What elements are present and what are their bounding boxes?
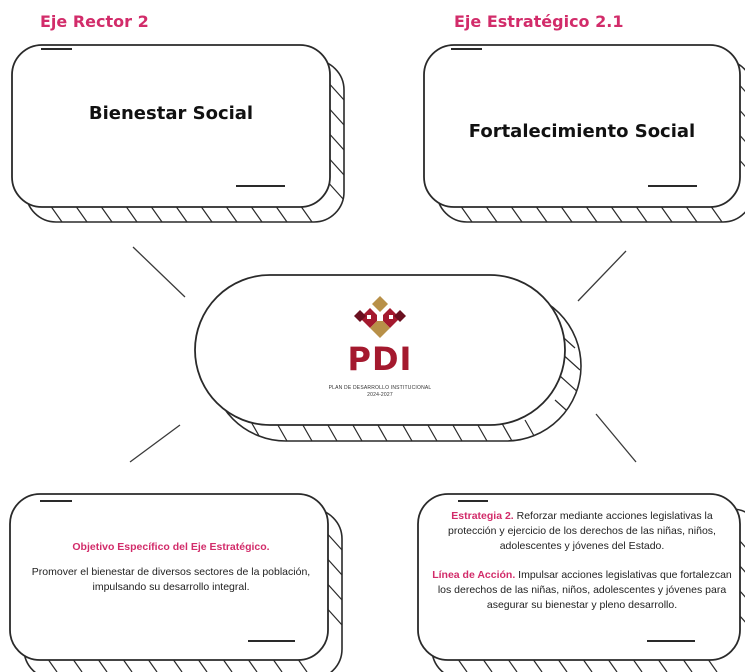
objetivo-heading: Objetivo Específico del Eje Estratégico.	[72, 541, 270, 553]
connector-bottom-left	[129, 424, 181, 463]
estrategia-paragraph: Estrategia 2. Reforzar mediante acciones…	[428, 509, 736, 554]
estrategia-label: Estrategia 2.	[451, 510, 514, 522]
center-pill-shape	[194, 274, 582, 442]
linea-accion-paragraph: Línea de Acción. Impulsar acciones legis…	[428, 568, 736, 613]
card-objetivo-shape	[9, 493, 343, 672]
pdi-logo-text: PDI	[347, 340, 413, 378]
pdi-caption-line2: 2024-2027	[367, 392, 393, 398]
eje-estrategico-label: Eje Estratégico 2.1	[454, 12, 624, 31]
estrategia-card-content: Estrategia 2. Reforzar mediante acciones…	[428, 509, 736, 613]
connector-top-left	[132, 246, 186, 298]
fortalecimiento-social-title: Fortalecimiento Social	[468, 121, 696, 142]
connector-bottom-right	[595, 413, 637, 463]
connector-top-right	[577, 250, 627, 302]
linea-accion-text: Impulsar acciones legislativas que forta…	[437, 569, 732, 611]
pdi-caption: PLAN DE DESARROLLO INSTITUCIONAL 2024-20…	[300, 385, 460, 399]
estrategia-text: Reforzar mediante acciones legislativas …	[448, 510, 716, 552]
card-fortalecimiento-shape	[423, 44, 745, 223]
bienestar-social-title: Bienestar Social	[88, 103, 254, 124]
eje-rector-label: Eje Rector 2	[40, 12, 149, 31]
linea-accion-label: Línea de Acción.	[432, 569, 516, 581]
card-bienestar-shape	[11, 44, 345, 223]
objetivo-body: Promover el bienestar de diversos sector…	[31, 566, 311, 593]
pdi-caption-line1: PLAN DE DESARROLLO INSTITUCIONAL	[328, 385, 432, 391]
connector-lines	[129, 246, 637, 463]
objetivo-card-content: Objetivo Específico del Eje Estratégico.…	[26, 541, 316, 595]
pdi-emblem-icon	[354, 296, 406, 338]
card-estrategia-shape	[417, 493, 745, 672]
